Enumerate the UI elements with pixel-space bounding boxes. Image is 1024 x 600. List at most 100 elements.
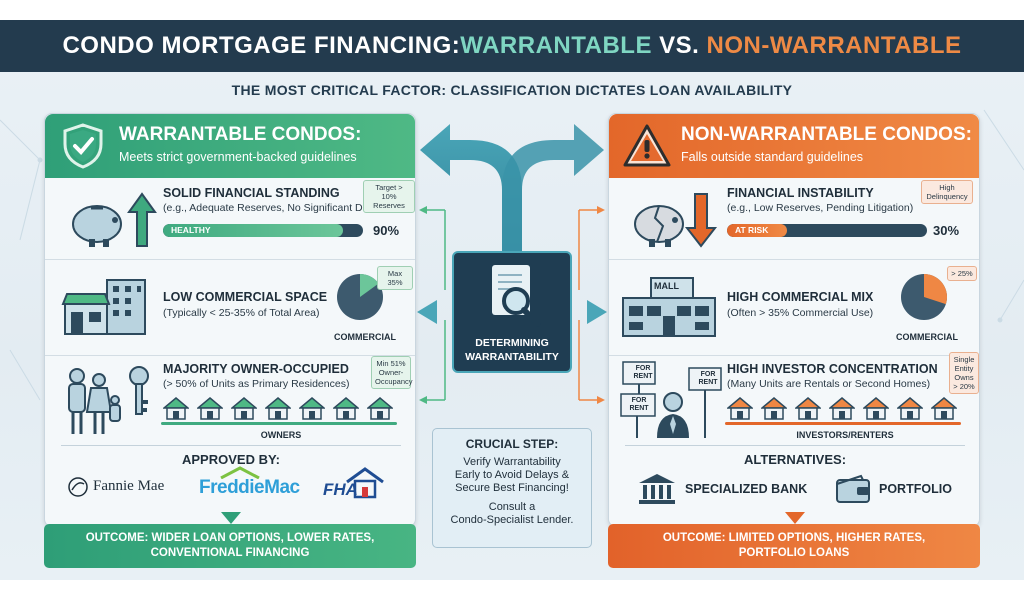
alt-specialized-bank: SPECIALIZED BANK xyxy=(685,482,808,496)
warrantable-header: WARRANTABLE CONDOS: Meets strict governm… xyxy=(45,114,415,178)
right-row1-tag: High Delinquency xyxy=(921,180,973,204)
fha-house-icon xyxy=(346,467,384,499)
warrantable-heading: WARRANTABLE CONDOS: xyxy=(119,124,362,145)
right-investor-houses xyxy=(727,396,957,420)
left-row2-title: LOW COMMERCIAL SPACE xyxy=(163,290,328,304)
rental-house-icon xyxy=(863,397,889,420)
rental-house-icon xyxy=(829,397,855,420)
sign-3: FOR RENT xyxy=(629,397,649,412)
right-row3-sub: (Many Units are Rentals or Second Homes) xyxy=(727,378,931,390)
network-decoration xyxy=(0,109,1024,401)
left-owner-line xyxy=(161,422,397,425)
title-non-warrantable: NON-WARRANTABLE xyxy=(706,32,962,59)
non-warrantable-outcome: OUTCOME: LIMITED OPTIONS, HIGHER RATES, … xyxy=(608,524,980,568)
crucial-line-5: Condo-Specialist Lender. xyxy=(450,514,574,526)
crucial-step-box: CRUCIAL STEP: Verify Warrantability Earl… xyxy=(432,428,592,548)
left-health-bar-fill xyxy=(163,224,343,237)
mall-building-icon xyxy=(622,277,716,337)
left-health-value: 90% xyxy=(373,223,400,238)
shield-check-icon xyxy=(63,123,103,169)
left-divider xyxy=(61,445,401,446)
right-row-investor: FOR RENT FOR RENT FOR RENT HIGH INVESTOR… xyxy=(609,352,979,446)
right-divider xyxy=(625,445,965,446)
right-row1-title: FINANCIAL INSTABILITY xyxy=(727,186,874,200)
right-pointer xyxy=(785,512,805,524)
bank-icon xyxy=(639,474,675,504)
left-row1-tag: Target > 10% Reserves xyxy=(363,180,415,213)
right-investor-line xyxy=(725,422,961,425)
left-row3-tag-1: Min 51% xyxy=(376,359,406,368)
left-row2-tag: Max 35% xyxy=(377,266,413,290)
right-row1-tag-1: High xyxy=(939,183,955,192)
sign-1: FOR RENT xyxy=(633,365,653,380)
right-commercial-pie xyxy=(901,274,947,320)
rental-house-icon xyxy=(761,397,787,420)
left-pointer xyxy=(221,512,241,524)
crucial-title: CRUCIAL STEP: xyxy=(465,437,559,451)
right-row2-sub: (Often > 35% Commercial Use) xyxy=(727,307,874,319)
sign-2: FOR RENT xyxy=(698,371,718,386)
left-row1-tag-1: Target > 10% xyxy=(375,183,403,201)
left-health-bar: HEALTHY xyxy=(163,224,363,237)
non-warrantable-heading: NON-WARRANTABLE CONDOS: xyxy=(681,124,972,145)
alternatives-title: ALTERNATIVES: xyxy=(743,452,847,467)
right-row3-tag: Single Entity Owns > 20% xyxy=(949,352,979,394)
right-row3-tag-4: > 20% xyxy=(953,382,975,391)
right-row3-tag-3: Owns xyxy=(954,373,974,382)
left-outcome-line-2: CONVENTIONAL FINANCING xyxy=(150,547,310,559)
right-investor-label: INVESTORS/RENTERS xyxy=(796,430,894,440)
owner-house-icon xyxy=(197,397,223,420)
investor-signs-icon xyxy=(620,361,722,438)
left-row2-sub: (Typically < 25-35% of Total Area) xyxy=(163,307,320,319)
warrantable-subheading: Meets strict government-backed guideline… xyxy=(119,150,357,164)
right-risk-bar-label: AT RISK xyxy=(735,225,769,235)
owner-house-icon xyxy=(299,397,325,420)
left-row1-tag-2: Reserves xyxy=(373,201,405,210)
center-label-2: WARRANTABILITY xyxy=(465,351,559,363)
non-warrantable-panel: NON-WARRANTABLE CONDOS: Falls outside st… xyxy=(608,113,980,527)
right-row-commercial: MALL HIGH COMMERCIAL MIX (Often > 35% Co… xyxy=(609,260,979,356)
warning-triangle-icon xyxy=(623,124,671,167)
right-row3-title: HIGH INVESTOR CONCENTRATION xyxy=(727,362,938,376)
left-row1-sub: (e.g., Adequate Reserves, No Significant… xyxy=(163,202,381,214)
connector-arrows xyxy=(417,206,607,404)
right-row1-sub: (e.g., Low Reserves, Pending Litigation) xyxy=(727,202,914,214)
piggy-bank-icon xyxy=(72,192,157,247)
crucial-line-1: Verify Warrantability xyxy=(463,456,561,468)
freddie-mac-logo: FreddieMac xyxy=(199,477,300,498)
rental-house-icon xyxy=(931,397,957,420)
title-bar: CONDO MORTGAGE FINANCING: WARRANTABLE VS… xyxy=(0,20,1024,72)
crucial-line-2: Early to Avoid Delays & xyxy=(454,469,570,481)
split-arrows-icon xyxy=(420,124,604,260)
right-risk-bar-fill xyxy=(727,224,787,237)
left-pie-label: COMMERCIAL xyxy=(334,332,396,342)
crucial-line-4: Consult a xyxy=(488,501,536,513)
right-row1-tag-2: Delinquency xyxy=(926,192,968,201)
crucial-text: Verify Warrantability Early to Avoid Del… xyxy=(433,456,591,495)
right-risk-value: 30% xyxy=(933,223,960,238)
broken-piggy-bank-icon xyxy=(634,193,718,248)
owner-house-icon xyxy=(163,397,189,420)
document-magnifier-icon xyxy=(492,265,541,327)
fannie-mae-mark-icon xyxy=(68,477,88,497)
left-row3-tag: Min 51% Owner- Occupancy xyxy=(371,356,413,389)
right-row3-tag-2: Entity xyxy=(954,364,974,373)
center-label-1: DETERMINING xyxy=(475,337,549,349)
warrantable-panel: WARRANTABLE CONDOS: Meets strict governm… xyxy=(44,113,416,527)
right-row2-title: HIGH COMMERCIAL MIX xyxy=(727,290,874,304)
rental-house-icon xyxy=(795,397,821,420)
right-row3-tag-1: Single xyxy=(953,355,975,364)
left-row-financial: SOLID FINANCIAL STANDING (e.g., Adequate… xyxy=(45,178,415,260)
fha-text: FHA xyxy=(323,480,358,499)
right-risk-bar: AT RISK xyxy=(727,224,927,237)
left-owner-houses xyxy=(163,396,393,420)
right-outcome-line-2: PORTFOLIO LOANS xyxy=(738,547,850,559)
freddie-mac-roof-icon xyxy=(220,466,260,479)
right-row-financial: FINANCIAL INSTABILITY (e.g., Low Reserve… xyxy=(609,178,979,260)
left-row3-sub: (> 50% of Units as Primary Residences) xyxy=(163,378,350,390)
left-row3-tag-2: Owner- xyxy=(378,368,404,377)
left-row-owner: MAJORITY OWNER-OCCUPIED (> 50% of Units … xyxy=(45,356,415,446)
rental-house-icon xyxy=(727,397,753,420)
crucial-line-3: Secure Best Financing! xyxy=(455,482,569,494)
